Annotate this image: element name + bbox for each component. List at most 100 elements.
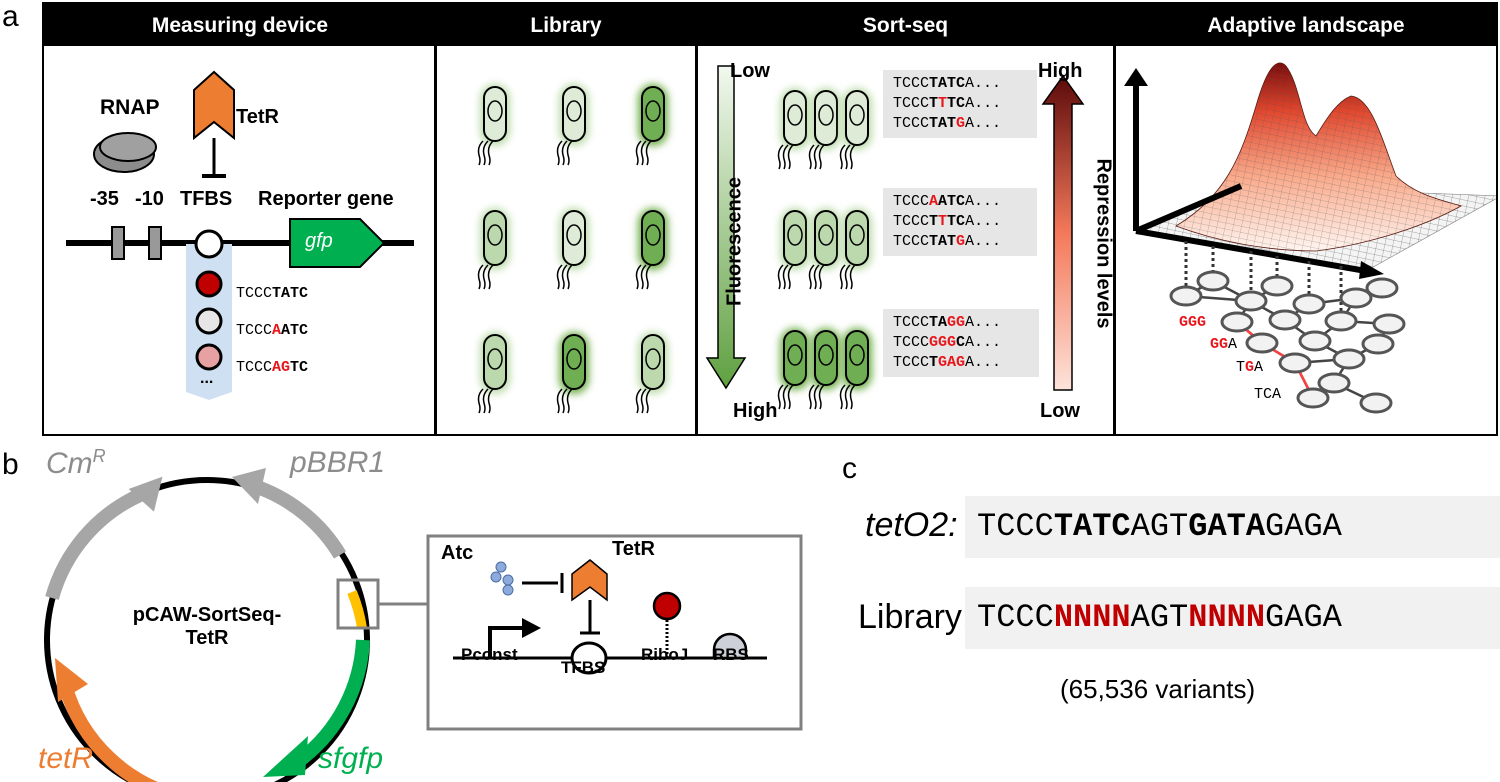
sequence-segment: C — [956, 334, 966, 351]
sequence-segment: GGG — [929, 334, 957, 351]
column-title: Adaptive landscape — [1116, 2, 1496, 46]
bacterium-cell-icon — [777, 208, 810, 290]
variant-circle — [195, 270, 223, 298]
repression-arrow — [1041, 74, 1085, 391]
tfbs-site-icon — [570, 641, 608, 675]
sequence-segment: TA — [929, 314, 948, 331]
bacterium-cell-icon — [839, 208, 872, 290]
sequence-segment: TC — [290, 359, 309, 376]
sequence-segment: AGT — [1130, 599, 1189, 636]
sequence-segment: G — [1245, 359, 1255, 376]
plasmid-name-line2: TetR — [185, 627, 229, 649]
panel-b-letter: b — [2, 448, 19, 481]
minus35-label: -35 — [90, 188, 119, 210]
rnap-label: RNAP — [100, 96, 160, 119]
sequence-segment: GG — [1210, 336, 1229, 353]
fluorescence-arrow — [705, 65, 747, 390]
bacterium-cell-icon — [477, 332, 510, 414]
sequence-segment: TATC — [272, 285, 309, 302]
sequence-segment: A — [1228, 336, 1238, 353]
variant-seq-1: TCCCAATC — [236, 312, 308, 349]
sequence-segment: GATA — [1188, 508, 1266, 545]
rbs-icon — [712, 632, 748, 660]
bacterium-cell-icon — [839, 328, 872, 410]
sequence-segment: G — [956, 115, 966, 132]
inset-tetr-label: TetR — [612, 538, 655, 560]
tetr-label: TetR — [236, 106, 279, 128]
bacterium-cell-icon — [777, 328, 810, 410]
gfp-gene-arrow — [289, 218, 386, 268]
sfgfp-gene-label: sfgfp — [318, 742, 384, 775]
tetr-gene-arc — [58, 683, 159, 782]
sortseq-seq-group: TCCCTATCA...TCCCTTTCA...TCCCTATGA... — [883, 70, 1037, 138]
column-library: Library — [437, 2, 695, 436]
tetr-arrowhead — [55, 658, 88, 702]
variants-count-note: (65,536 variants) — [1060, 674, 1256, 704]
rnap-icon — [93, 132, 157, 173]
sequence-segment: A... — [965, 95, 1002, 112]
plasmid-map — [44, 468, 803, 782]
sequence-segment: A... — [965, 334, 1002, 351]
cmr-label: CmR — [46, 446, 106, 481]
sequence-segment: GG — [947, 314, 966, 331]
sfgfp-arrowhead — [263, 736, 308, 777]
sortseq-seq-group: TCCCTAGGA...TCCCGGGCA...TCCCTGAGA... — [883, 309, 1039, 377]
y-axis-arrowhead — [1124, 68, 1148, 86]
sequence-segment: T — [1236, 359, 1246, 376]
sequence-segment: TCCC — [977, 508, 1054, 545]
fluorescence-axis-label: Fluorescence — [723, 177, 746, 306]
plasmid-name-line1: pCAW-SortSeq- — [132, 604, 282, 626]
cmr-superscript: R — [92, 446, 106, 466]
sfgfp-gene-arc — [295, 639, 370, 766]
panel-a-letter: a — [2, 0, 19, 33]
sequence-segment: TCCC — [893, 354, 930, 371]
sortseq-sequence: TCCCTTTCA... — [893, 212, 1027, 232]
bacterium-cell-icon — [808, 208, 841, 290]
sequence-segment: A... — [965, 75, 1002, 92]
sequence-segment: T — [929, 354, 939, 371]
minus10-label: -10 — [135, 188, 164, 210]
variant-sequence-list: TCCCTATC TCCCAATC TCCC AGTC — [236, 275, 308, 386]
path-label-gga: GGA — [1210, 336, 1237, 353]
sequence-segment: TCCC — [893, 193, 930, 210]
tfbs-site-icon — [194, 229, 224, 259]
sequence-segment: TCCC — [893, 75, 930, 92]
sequence-segment: T — [929, 213, 939, 230]
sequence-segment: TCCC — [236, 285, 273, 302]
sequence-segment: TCCC — [893, 334, 930, 351]
variant-seq-0: TCCCTATC — [236, 275, 308, 312]
sequence-segment: TC — [947, 95, 966, 112]
sequence-segment: GAGA — [1265, 508, 1342, 545]
sortseq-sequence: TCCCAATCA... — [893, 192, 1027, 212]
genotype-nodes — [1169, 270, 1406, 414]
minus10-box — [148, 226, 162, 260]
sequence-segment: TCCC — [893, 314, 930, 331]
repression-axis-label: Repression levels — [1092, 158, 1115, 329]
column-divider — [695, 2, 698, 436]
plasmid-name: pCAW-SortSeq- TetR — [112, 604, 302, 650]
sequence-segment: A — [272, 322, 282, 339]
variant-circle — [195, 343, 223, 371]
sequence-segment: T — [938, 213, 948, 230]
pbbr1-origin-arc — [257, 481, 346, 559]
sequence-segment: A... — [965, 115, 1002, 132]
tetr-protein-icon — [571, 559, 608, 602]
teto2-sequence: TCCCTATCAGTGATAGAGA — [965, 496, 1500, 558]
bacterium-cell-icon — [556, 332, 589, 414]
sequence-segment: T — [938, 95, 948, 112]
sequence-segment: AG — [272, 359, 291, 376]
repression-low-label: Low — [1040, 400, 1080, 422]
sortseq-sequence: TCCCTATCA... — [893, 74, 1027, 94]
column-title: Measuring device — [44, 2, 436, 46]
sequence-segment: ATC — [281, 322, 309, 339]
sequence-segment: T — [929, 95, 939, 112]
rbs-label: RBS — [713, 645, 749, 664]
cmr-text: Cm — [46, 447, 93, 480]
riboj-label: RiboJ — [641, 645, 689, 664]
pbbr1-arrowhead — [232, 468, 266, 504]
sequence-segment: TCCC — [977, 599, 1054, 636]
sequence-segment: GGG — [1179, 314, 1207, 331]
z-axis — [1134, 183, 1243, 234]
path-label-tca: TCA — [1254, 386, 1281, 403]
atc-label: Atc — [441, 542, 474, 564]
